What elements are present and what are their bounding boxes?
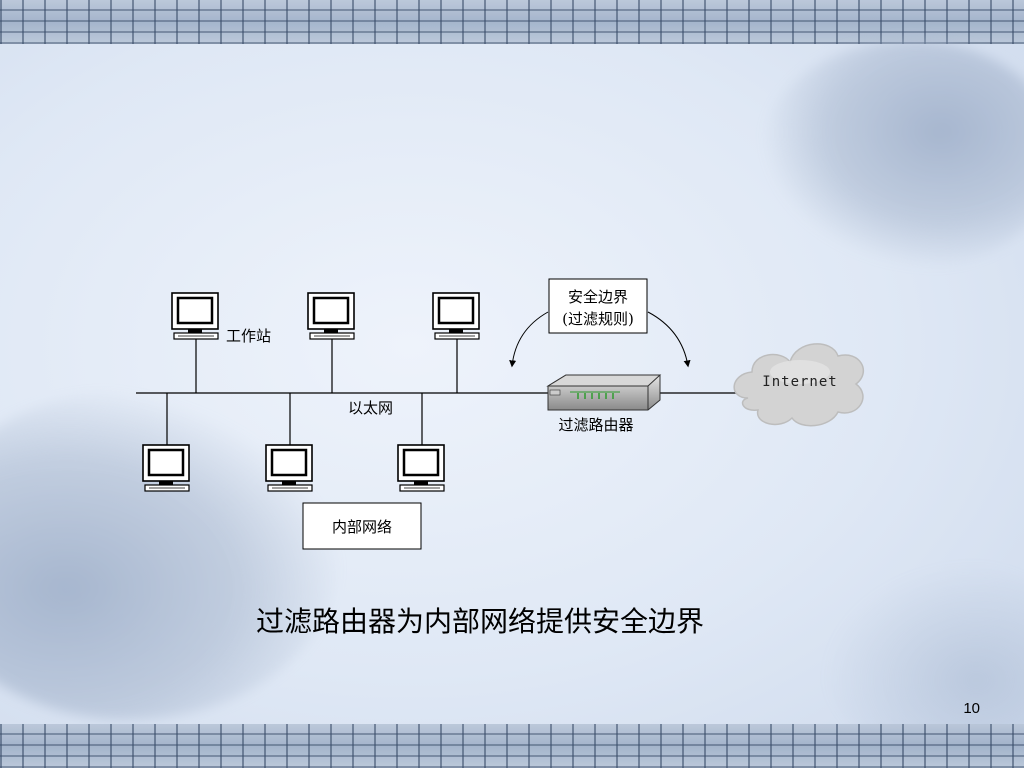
workstation-computer-icon — [141, 443, 191, 493]
internet-cloud-icon — [733, 343, 865, 427]
top-brick-band — [0, 0, 1024, 44]
workstation-computer-icon — [306, 291, 356, 341]
internal-network-label: 内部网络 — [332, 518, 392, 536]
workstation-computer-icon — [170, 291, 220, 341]
router-label: 过滤路由器 — [558, 416, 633, 434]
boundary-arrow-right — [647, 311, 691, 368]
internet-label: Internet — [762, 374, 837, 390]
security-boundary-title: 安全边界 — [568, 288, 628, 306]
workstation-computer-icon — [264, 443, 314, 493]
bottom-brick-band — [0, 724, 1024, 768]
workstation-computer-icon — [396, 443, 446, 493]
security-boundary-box — [548, 278, 648, 334]
workstation-computer-icon — [431, 291, 481, 341]
internal-network-box — [302, 502, 422, 550]
filtering-router-icon — [546, 374, 662, 411]
ethernet-label: 以太网 — [348, 399, 393, 417]
page-number: 10 — [963, 700, 980, 717]
background-great-wall-right — [760, 40, 1024, 270]
slide-caption: 过滤路由器为内部网络提供安全边界 — [255, 605, 704, 638]
boundary-arrow-left — [509, 311, 549, 368]
security-boundary-subtitle: (过滤规则) — [562, 310, 634, 328]
workstation-label: 工作站 — [226, 327, 271, 345]
